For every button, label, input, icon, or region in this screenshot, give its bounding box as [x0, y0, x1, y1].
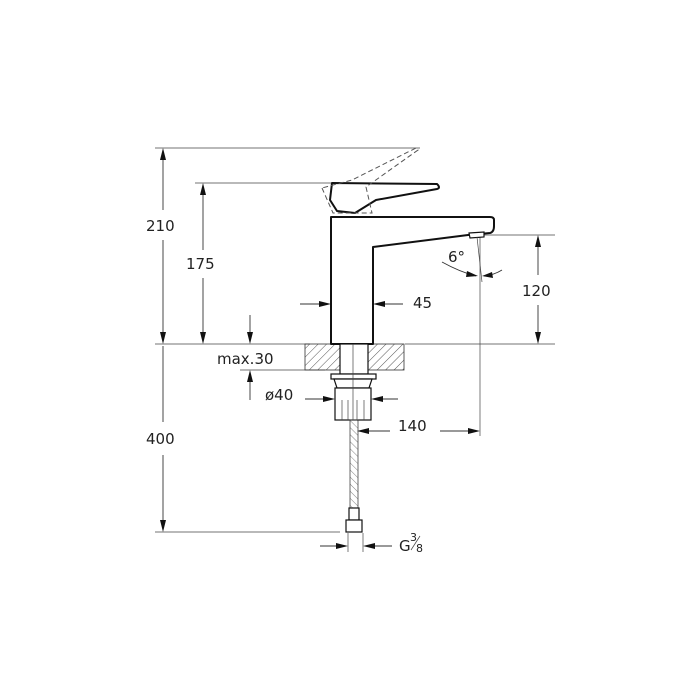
- hose-nut: [345, 519, 363, 533]
- extension-lines: [155, 147, 555, 533]
- aerator: [468, 231, 485, 239]
- dim-210: 210: [146, 148, 175, 344]
- handle: [329, 182, 440, 214]
- dim-400: 400: [146, 346, 175, 532]
- dim-400-label: 400: [146, 430, 175, 448]
- hose: [349, 419, 359, 519]
- washer: [330, 373, 377, 380]
- dim-thread-num: 3: [410, 531, 417, 544]
- dim-140-label: 140: [398, 417, 427, 435]
- dim-thread-label: G: [399, 537, 411, 555]
- dim-max30-label: max.30: [217, 350, 274, 368]
- dim-diameter-40-label: ø40: [265, 386, 293, 404]
- dim-thread: G 3 8: [320, 531, 423, 555]
- dim-angle: 6°: [441, 236, 503, 283]
- dim-140: 140: [357, 417, 480, 435]
- handle-raised-outline: [321, 147, 419, 214]
- dim-max30: max.30: [217, 315, 274, 400]
- dim-45: 45: [300, 294, 432, 312]
- faucet: [321, 147, 495, 533]
- dim-120: 120: [522, 235, 551, 344]
- dim-diameter-40: ø40: [265, 386, 398, 404]
- dim-120-label: 120: [522, 282, 551, 300]
- hose-ferrule: [348, 507, 360, 521]
- dim-thread-den: 8: [416, 542, 423, 555]
- dim-175-label: 175: [186, 255, 215, 273]
- dim-210-label: 210: [146, 217, 175, 235]
- shank: [339, 343, 369, 375]
- dim-175: 175: [186, 183, 215, 344]
- dim-45-label: 45: [413, 294, 432, 312]
- countertop: [304, 343, 405, 371]
- dim-angle-label: 6°: [448, 248, 465, 266]
